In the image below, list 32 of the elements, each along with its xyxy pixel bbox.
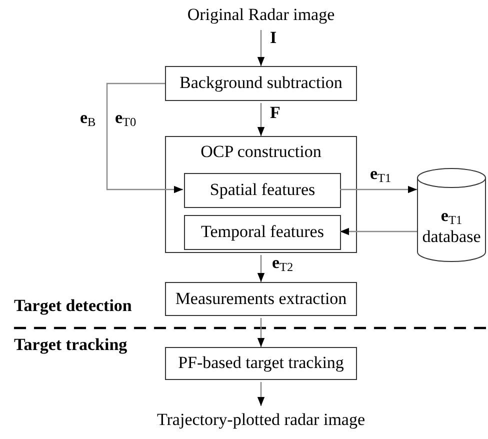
group-box [165,136,357,253]
arrow [257,255,265,282]
arrow [257,30,265,66]
box-label: Background subtraction [180,74,342,93]
arrow [257,318,265,347]
process-box [184,173,341,208]
edge-label: F [270,103,280,123]
section-label: Target tracking [14,335,128,355]
edge-label: e$_{B}$ [80,108,96,130]
arrow [340,228,417,236]
io-label: Trajectory-plotted radar image [156,410,366,430]
arrow [106,82,183,194]
edge-label: I [270,28,277,48]
arrow [257,382,265,406]
box-label: Measurements extraction [175,290,347,308]
database-cylinder [417,168,486,262]
box-label: Temporal features [201,223,324,242]
process-box [184,215,341,250]
signal-label: e$_{T0}$ [115,108,136,130]
box-label: PF-based target tracking [178,354,344,373]
io-label: Original Radar image [187,6,335,24]
node-label: e$_{T1}$ database [421,206,482,246]
process-box [165,347,357,380]
box-label: Spatial features [210,181,316,200]
arrow [257,103,265,136]
arrow [340,186,417,194]
process-box [165,66,357,101]
box-label: OCP construction [200,143,322,162]
edge-label: e$_{T1}$ [370,164,392,186]
process-box [165,282,357,316]
section-label: Target detection [14,296,132,316]
edge-label: e$_{T2}$ [272,253,294,276]
